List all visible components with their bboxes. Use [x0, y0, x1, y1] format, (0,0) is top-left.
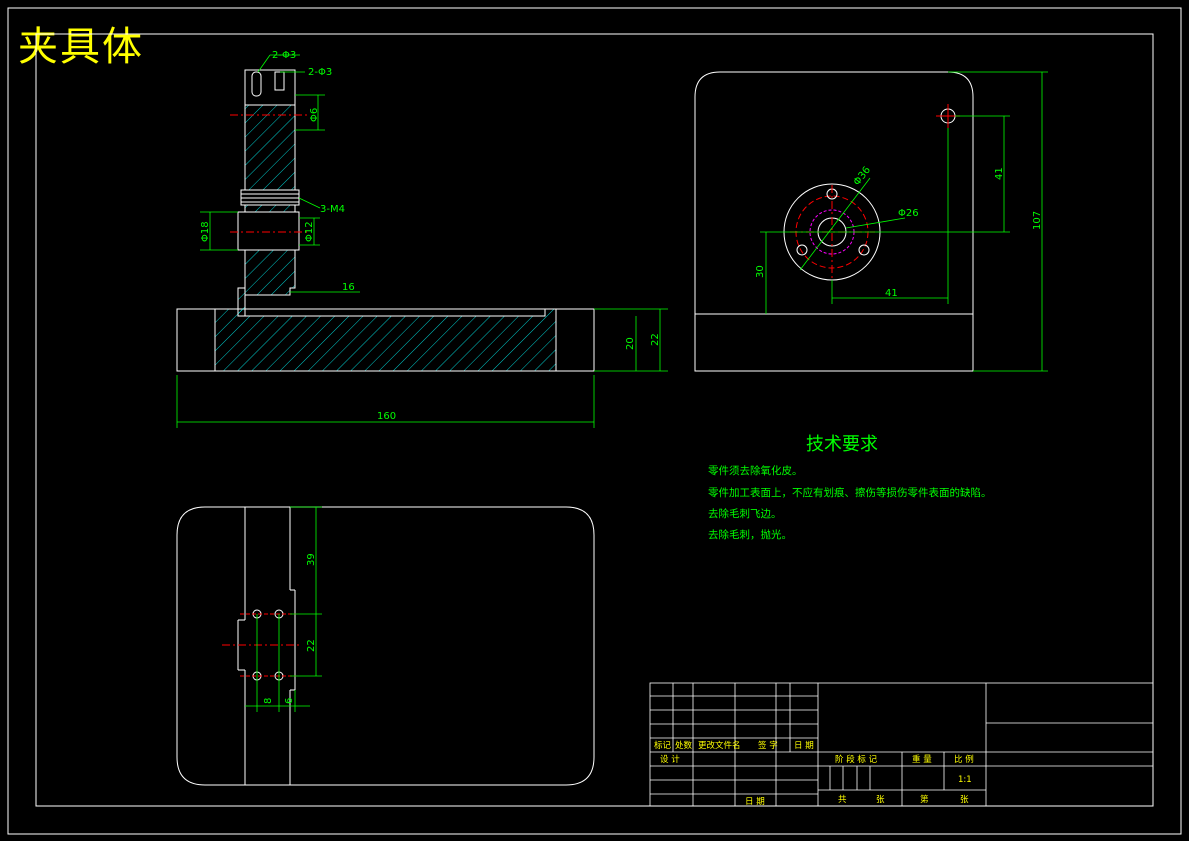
tb-rev-date: 日 期: [794, 741, 814, 751]
tb-stage-mark: 阶 段 标 记: [835, 754, 878, 765]
dim-base-20: 20: [625, 337, 636, 350]
outer-frame: [7, 7, 1182, 835]
title-block: [649, 682, 1154, 807]
dim-v-107: 107: [1032, 211, 1043, 230]
dim-h-41: 41: [885, 288, 898, 299]
dim-dia-18: Φ18: [200, 221, 211, 242]
drawing-title: 夹具体: [18, 24, 144, 70]
tb-sheet-no: 第: [920, 794, 929, 805]
front-view: 2-Φ3 2-Φ3 Φ6 3-M4 Φ18 Φ12 16 20 22 160: [176, 50, 668, 428]
tb-scale-label: 比 例: [954, 754, 974, 765]
dim-top-39: 39: [306, 553, 317, 566]
tb-date: 日 期: [745, 797, 765, 807]
dim-slot-m4: 3-M4: [320, 204, 345, 215]
tech-req-heading: 技术要求: [806, 434, 878, 455]
tb-rev-mark: 标记: [654, 740, 672, 751]
dim-shaft-6: Φ6: [309, 108, 320, 122]
dim-total-160: 160: [377, 411, 396, 422]
tech-req-item: 去除毛刺飞边。: [708, 508, 782, 520]
dim-step-16: 16: [342, 282, 355, 293]
dim-top-8: 8: [263, 698, 274, 704]
tb-rev-count: 处数: [675, 740, 693, 751]
side-view: Φ36 Φ26 41 107 30 41: [694, 71, 1048, 372]
tech-req-item: 去除毛刺，抛光。: [708, 529, 792, 541]
inner-frame: [35, 33, 1154, 807]
dim-circle-36: Φ36: [852, 165, 873, 188]
tb-rev-sign: 签 字: [758, 740, 778, 751]
dim-top-22: 22: [306, 639, 317, 652]
dim-v-41: 41: [994, 167, 1005, 180]
top-view: 39 22 8 6: [176, 506, 595, 786]
tb-sheet-word2: 张: [960, 795, 969, 805]
tb-weight: 重 量: [912, 754, 932, 765]
tb-sheet-total: 共: [838, 795, 847, 805]
tb-rev-doc: 更改文件名: [698, 740, 741, 751]
tb-scale-value: 1:1: [958, 775, 972, 785]
tech-req-item: 零件加工表面上，不应有划痕、擦伤等损伤零件表面的缺陷。: [708, 487, 992, 499]
dim-top-6: 6: [284, 698, 295, 704]
dim-hole-top-b: 2-Φ3: [308, 67, 332, 78]
tb-design: 设 计: [660, 754, 680, 765]
tb-sheet-word: 张: [876, 795, 885, 805]
dim-hole-top-a: 2-Φ3: [272, 50, 296, 61]
dim-v-30: 30: [755, 265, 766, 278]
dim-circle-26: Φ26: [898, 208, 919, 219]
dim-dia-12: Φ12: [304, 221, 315, 242]
dim-base-22: 22: [650, 333, 661, 346]
tech-req-item: 零件须去除氧化皮。: [708, 465, 803, 477]
